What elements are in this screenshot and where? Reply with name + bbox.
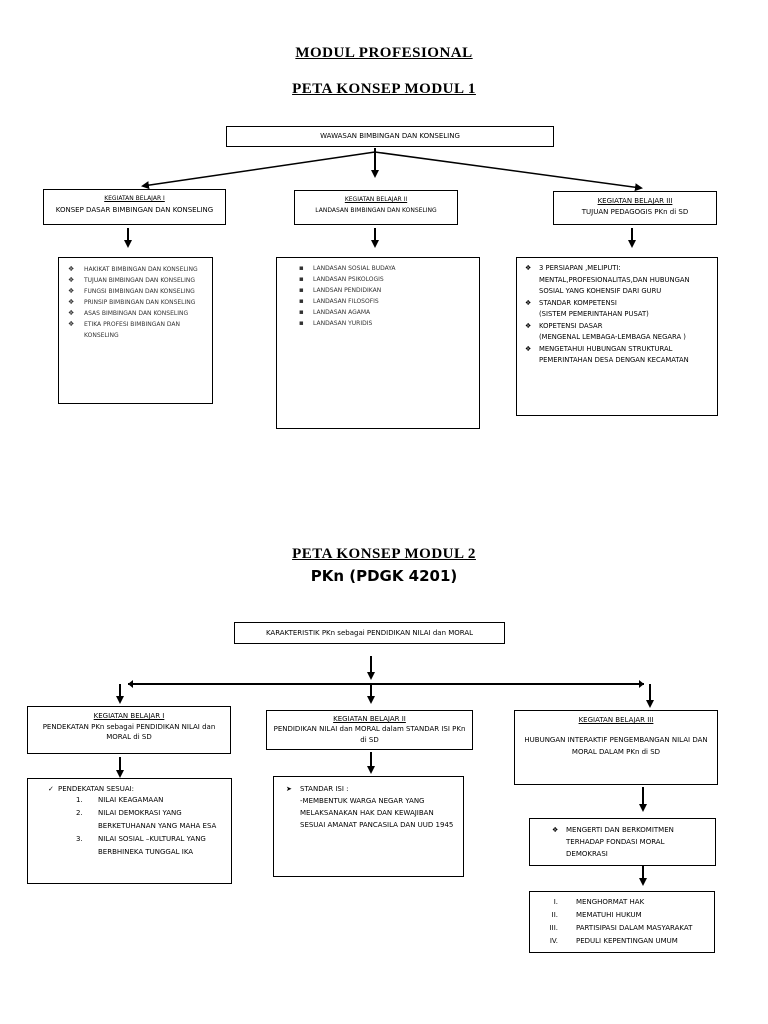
map1-list1-box: ❖HAKIKAT BIMBINGAN DAN KONSELING ❖TUJUAN… [58, 257, 213, 404]
map2-box1: ✓ PENDEKATAN SESUAI: 1.NILAI KEAGAMAAN 2… [27, 778, 232, 884]
list-item: ▪LANDASAN SOSIAL BUDAYA [299, 264, 396, 272]
list-item: I.MENGHORMAT HAK [553, 898, 645, 906]
list-item: 1.NILAI KEAGAMAAN [76, 796, 164, 804]
main-title: MODUL PROFESIONAL [295, 45, 473, 61]
list-item: ▪LANDSAN PENDIDIKAN [299, 286, 382, 294]
list-item: ❖HAKIKAT BIMBINGAN DAN KONSELING [68, 265, 198, 273]
map1-kb3-box: KEGIATAN BELAJAR III TUJUAN PEDAGOGIS PK… [553, 191, 717, 225]
diamond-bullet-icon: ❖ [68, 309, 75, 317]
map1-kb1-heading: KEGIATAN BELAJAR I [104, 195, 165, 202]
square-bullet-icon: ▪ [299, 297, 304, 305]
list-item: ▪LANDASAN PSIKOLOGIS [299, 275, 384, 283]
map2-kb1-text: PENDEKATAN PKn sebagai PENDIDIKAN NILAI … [42, 723, 216, 741]
list-item: 3.NILAI SOSIAL –KULTURAL YANG BERBHINEKA… [76, 835, 206, 856]
map1-kb2-box: KEGIATAN BELAJAR II LANDASAN BIMBINGAN D… [294, 190, 458, 225]
map2-kb3-heading: KEGIATAN BELAJAR III [578, 716, 654, 724]
diamond-bullet-icon: ❖ [68, 276, 75, 284]
map2-kb1-heading: KEGIATAN BELAJAR I [93, 712, 165, 720]
map1-root-label: WAWASAN BIMBINGAN DAN KONSELING [320, 132, 460, 140]
map1-kb1-box: KEGIATAN BELAJAR I KONSEP DASAR BIMBINGA… [43, 189, 226, 225]
diamond-bullet-icon: ❖ [68, 298, 75, 306]
list-item: ❖PRINSIP BIMBINGAN DAN KONSELING [68, 298, 196, 306]
map2-kb2-box: KEGIATAN BELAJAR II PENDIDIKAN NILAI dan… [266, 710, 473, 750]
diamond-bullet-icon: ❖ [525, 344, 532, 353]
list-item: II.MEMATUHI HUKUM [551, 911, 642, 919]
map2-kb1-box: KEGIATAN BELAJAR I PENDEKATAN PKn sebaga… [27, 706, 231, 754]
list-item: 2.NILAI DEMOKRASI YANG BERKETUHANAN YANG… [76, 809, 217, 830]
map1-kb2-text: LANDASAN BIMBINGAN DAN KONSELING [315, 207, 437, 214]
list-item: ▪LANDASAN YURIDIS [299, 319, 373, 327]
map2-box2: ➤ STANDAR ISI : -MEMBENTUK WARGA NEGAR Y… [273, 776, 464, 877]
map2-root-label: KARAKTERISTIK PKn sebagai PENDIDIKAN NIL… [265, 629, 474, 637]
map1-list3-box: ❖ 3 PERSIAPAN ,MELIPUTI:MENTAL,PROFESION… [516, 257, 718, 416]
diamond-bullet-icon: ❖ [552, 826, 559, 834]
map1-kb1-text: KONSEP DASAR BIMBINGAN DAN KONSELING [55, 206, 214, 214]
list-item: ❖TUJUAN BIMBINGAN DAN KONSELING [68, 276, 195, 284]
map2-kb2-heading: KEGIATAN BELAJAR II [333, 715, 406, 723]
list-item: ❖ MENGETAHUI HUBUNGAN STRUKTURAL PEMERIN… [525, 344, 689, 365]
square-bullet-icon: ▪ [299, 319, 304, 327]
list-item: ❖ KOPETENSI DASAR(MENGENAL LEMBAGA-LEMBA… [525, 321, 686, 342]
diamond-bullet-icon: ❖ [525, 321, 532, 330]
map2-box3-content: ❖ MENGERTI DAN BERKOMITMEN TERHADAP FOND… [552, 826, 674, 858]
module2-subtitle: PKn (PDGK 4201) [310, 567, 458, 585]
list-item: ▪LANDASAN FILOSOFIS [299, 297, 379, 305]
diamond-bullet-icon: ❖ [525, 298, 532, 307]
check-icon: ✓ [48, 785, 54, 793]
square-bullet-icon: ▪ [299, 264, 304, 272]
map2-root-box: KARAKTERISTIK PKn sebagai PENDIDIKAN NIL… [234, 622, 505, 644]
list-item: IV.PEDULI KEPENTINGAN UMUM [549, 937, 678, 945]
map2-kb2-text: PENDIDIKAN NILAI dan MORAL dalam STANDAR… [273, 725, 466, 744]
map1-kb3-heading: KEGIATAN BELAJAR III [597, 197, 673, 205]
map1-root-box: WAWASAN BIMBINGAN DAN KONSELING [226, 126, 554, 147]
list-item: ❖ 3 PERSIAPAN ,MELIPUTI:MENTAL,PROFESION… [525, 264, 690, 295]
list-item: ❖ETIKA PROFESI BIMBINGAN DAN KONSELING [68, 320, 180, 339]
map2-box4: I.MENGHORMAT HAK II.MEMATUHI HUKUM III.P… [529, 891, 715, 953]
arrow-bullet-icon: ➤ [286, 785, 292, 793]
list-item: III.PARTISIPASI DALAM MASYARAKAT [549, 924, 693, 932]
square-bullet-icon: ▪ [299, 275, 304, 283]
map2-kb3-box: KEGIATAN BELAJAR III HUBUNGAN INTERAKTIF… [514, 710, 718, 785]
map1-list2-box: ▪LANDASAN SOSIAL BUDAYA ▪LANDASAN PSIKOL… [276, 257, 480, 429]
list-item: ▪LANDASAN AGAMA [299, 308, 371, 316]
square-bullet-icon: ▪ [299, 308, 304, 316]
map2-box3: ❖ MENGERTI DAN BERKOMITMEN TERHADAP FOND… [529, 818, 716, 866]
list-item: ❖ STANDAR KOMPETENSI(SISTEM PEMERINTAHAN… [525, 298, 649, 319]
diamond-bullet-icon: ❖ [68, 265, 75, 273]
map1-kb2-heading: KEGIATAN BELAJAR II [344, 196, 408, 203]
diamond-bullet-icon: ❖ [68, 320, 75, 328]
list-item: ❖FUNGSI BIMBINGAN DAN KONSELING [68, 287, 195, 295]
map2-kb3-text: HUBUNGAN INTERAKTIF PENGEMBANGAN NILAI D… [524, 736, 708, 756]
map2-box2-content: ➤ STANDAR ISI : -MEMBENTUK WARGA NEGAR Y… [286, 785, 454, 829]
module1-title: PETA KONSEP MODUL 1 [292, 81, 476, 97]
map2-box1-lead: ✓ PENDEKATAN SESUAI: [48, 785, 135, 793]
module2-title: PETA KONSEP MODUL 2 [292, 546, 476, 562]
map1-kb3-text: TUJUAN PEDAGOGIS PKn di SD [581, 208, 689, 216]
list-item: ❖ASAS BIMBINGAN DAN KONSELING [68, 309, 189, 317]
diamond-bullet-icon: ❖ [525, 264, 532, 272]
diamond-bullet-icon: ❖ [68, 287, 75, 295]
square-bullet-icon: ▪ [299, 286, 304, 294]
